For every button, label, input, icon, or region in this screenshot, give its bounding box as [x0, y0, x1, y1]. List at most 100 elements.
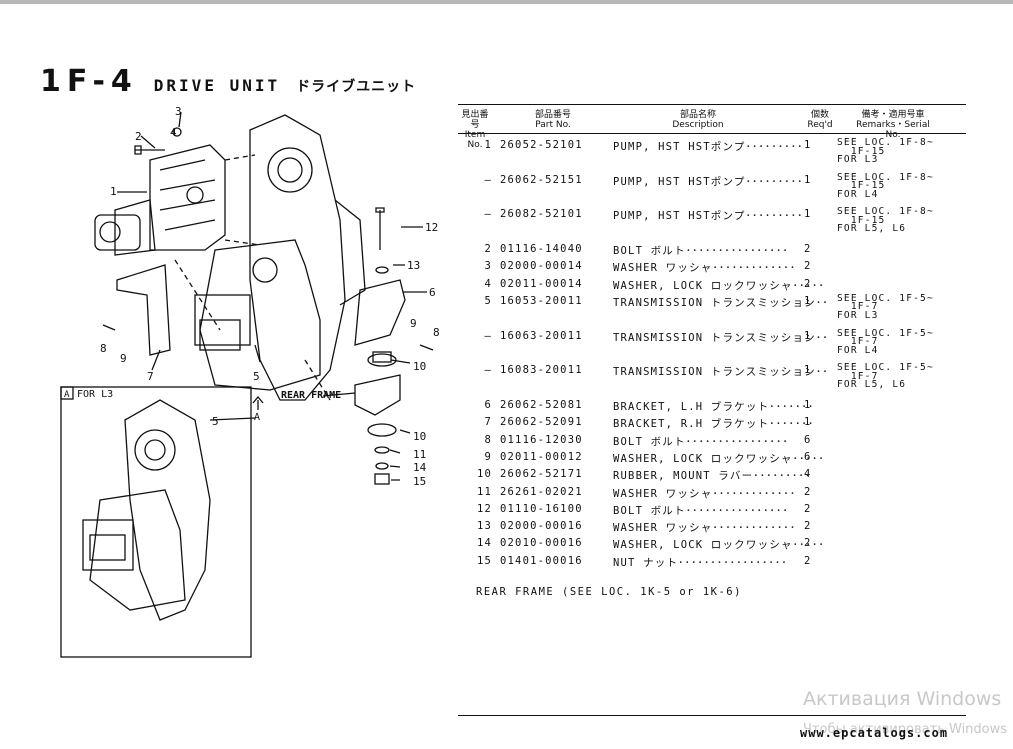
- description: WASHER ワッシャ･････････････: [613, 262, 797, 275]
- callout-5: 5: [253, 370, 260, 383]
- callout-12: 12: [425, 221, 438, 234]
- quantity: 6: [804, 450, 812, 463]
- header-remarks-en: Remarks・Serial No.: [856, 120, 930, 140]
- part-number: 26062-52081: [500, 399, 583, 412]
- part-number: 26261-02021: [500, 485, 583, 498]
- remarks: SEE LOC. 1F-8~ 1F-15 FOR L5, L6: [837, 206, 934, 235]
- part-number: 01116-14040: [500, 243, 583, 256]
- description: NUT ナット･････････････････: [613, 556, 788, 569]
- callout-15: 15: [413, 475, 426, 488]
- callout-10b: 10: [413, 430, 426, 443]
- item-number: 13: [476, 520, 492, 533]
- header-qty-en: Req'd: [807, 120, 833, 130]
- part-number: 16083-20011: [500, 364, 583, 377]
- header-desc-jp: 部品名称: [679, 110, 716, 120]
- quantity: 2: [804, 243, 812, 256]
- title-japanese: ドライブユニット: [296, 79, 417, 95]
- callout-1: 1: [110, 185, 117, 198]
- quantity: 1: [804, 416, 812, 429]
- description: BOLT ボルト････････････････: [613, 245, 789, 258]
- item-number: 2: [484, 243, 492, 256]
- item-number: 11: [476, 485, 492, 498]
- part-number: 02010-00016: [500, 537, 583, 550]
- rear-frame-label: REAR FRAME: [281, 390, 341, 401]
- description: PUMP, HST HSTポンプ･････････: [613, 210, 804, 223]
- quantity: 6: [804, 433, 812, 446]
- item-number: –: [484, 208, 492, 221]
- description: RUBBER, MOUNT ラバー･････････: [613, 470, 812, 483]
- callout-14: 14: [413, 461, 427, 474]
- inset-for-l3-frame: [60, 386, 252, 658]
- activation-watermark-sub: Чтобы активировать Windows: [803, 722, 1008, 737]
- callout-3: 3: [175, 105, 182, 118]
- description: BOLT ボルト････････････････: [613, 504, 789, 517]
- quantity: 4: [804, 468, 812, 481]
- hst-pump-drawing: [94, 144, 226, 256]
- part-number: 26062-52171: [500, 468, 583, 481]
- item-number: 7: [484, 416, 492, 429]
- item-number: 12: [476, 502, 492, 515]
- bottom-rule: [458, 715, 966, 716]
- part-number: 26082-52101: [500, 208, 583, 221]
- description: WASHER, LOCK ロックワッシャ･････: [613, 539, 825, 552]
- description: TRANSMISSION トランスミッション･･: [613, 331, 829, 344]
- inset-label: FOR L3: [77, 389, 113, 400]
- quantity: 2: [804, 260, 812, 273]
- part-number: 02000-00014: [500, 260, 583, 273]
- exploded-parts-diagram: 1 2 3 4 5 6 7 8 9 10 10 11 12 13 14 15 9…: [60, 105, 440, 658]
- quantity: 2: [804, 554, 812, 567]
- description: BRACKET, L.H ブラケット･･･････: [613, 401, 815, 414]
- header-part-en: Part No.: [535, 120, 571, 130]
- quantity: 2: [804, 485, 812, 498]
- header-qty-jp: 個数: [810, 110, 829, 120]
- callout-8-right: 8: [433, 326, 440, 339]
- header-item-en: Item No.: [464, 130, 486, 150]
- part-number: 16053-20011: [500, 294, 583, 307]
- callout-13: 13: [407, 259, 420, 272]
- part-number: 26062-52091: [500, 416, 583, 429]
- rear-frame-note: REAR FRAME (SEE LOC. 1K-5 or 1K-6): [476, 586, 742, 598]
- item-number: 9: [484, 450, 492, 463]
- item-number: –: [484, 329, 492, 342]
- callout-8: 8: [100, 342, 107, 355]
- bracket-lh-drawing: [354, 279, 406, 346]
- callout-10: 10: [413, 360, 426, 373]
- arrow-a-label: A: [254, 412, 260, 423]
- description: PUMP, HST HSTポンプ･････････: [613, 175, 804, 188]
- description: TRANSMISSION トランスミッション･･: [613, 296, 829, 309]
- remarks: SEE LOC. 1F-5~ 1F-7 FOR L3: [837, 292, 934, 321]
- callout-5-inset: 5: [212, 415, 219, 428]
- description: WASHER ワッシャ･････････････: [613, 522, 797, 535]
- table-row: 2 01116-14040 BOLT ボルト････････････････ 2: [458, 243, 966, 260]
- quantity: 1: [804, 399, 812, 412]
- description: BOLT ボルト････････････････: [613, 435, 789, 448]
- inset-tag: A: [64, 390, 70, 400]
- remarks: SEE LOC. 1F-8~ 1F-15 FOR L3: [837, 137, 934, 165]
- callout-9: 9: [120, 352, 127, 365]
- part-number: 02000-00016: [500, 520, 583, 533]
- callout-9-right: 9: [410, 317, 417, 330]
- callout-2: 2: [135, 130, 142, 143]
- quantity: 1: [804, 173, 812, 186]
- callout-6: 6: [429, 286, 436, 299]
- part-number: 01110-16100: [500, 502, 583, 515]
- quantity: 2: [804, 277, 812, 290]
- item-number: –: [484, 173, 492, 186]
- item-number: 1: [484, 139, 492, 151]
